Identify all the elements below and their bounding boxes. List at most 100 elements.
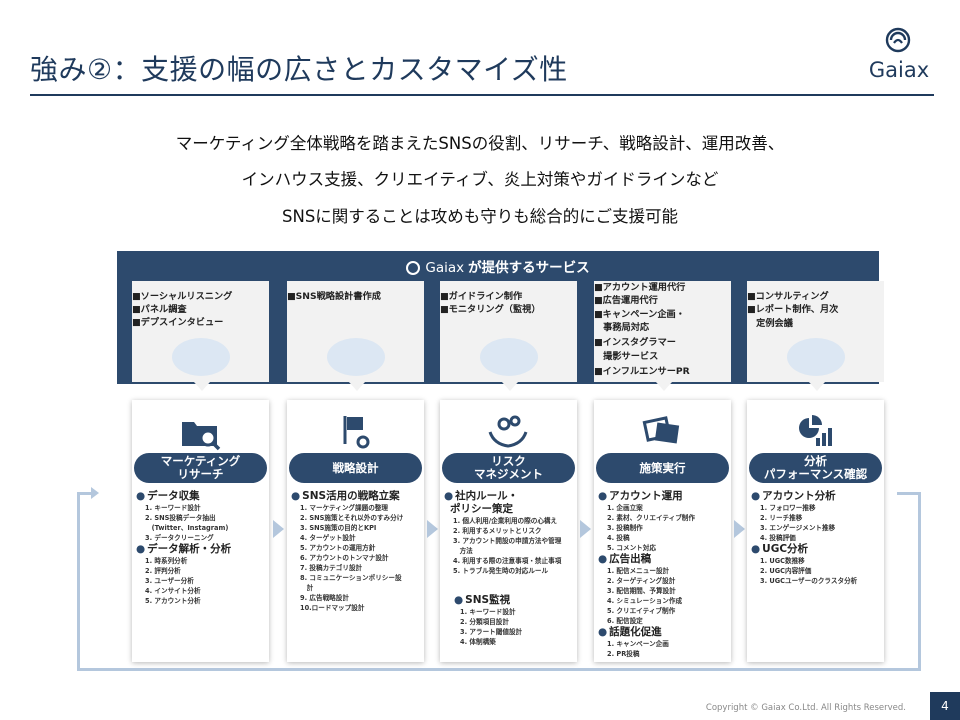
sub-item: 2. UGC内容評価 bbox=[760, 567, 812, 575]
column-marketing-research: マーケティングリサーチ ●データ収集 1. キーワード設計 2. SNS投稿デー… bbox=[132, 400, 269, 662]
sub-item: 4. シミュレーション作成 bbox=[607, 597, 683, 605]
service-item: ■レポート制作、月次 bbox=[747, 304, 839, 315]
logo-wordmark: Gaiax bbox=[868, 58, 930, 82]
service-item: 撮影サービス bbox=[594, 351, 659, 362]
sub-item: 1. 配信メニュー設計 bbox=[607, 567, 670, 575]
flow-arrow-icon bbox=[580, 520, 591, 538]
loop-line-right bbox=[918, 492, 921, 670]
sub-item: 5. トラブル発生時の対応ルール bbox=[453, 567, 549, 575]
column-analysis: 分析パフォーマンス確認 ●アカウント分析 1. フォロワー推移 2. リーチ推移… bbox=[747, 400, 884, 662]
sub-item: 3. UGCユーザーのクラスタ分析 bbox=[760, 577, 858, 585]
column-title-line: 戦略設計 bbox=[332, 460, 379, 475]
column-strategy: 戦略設計 ●SNS活用の戦略立案 1. マーケティング課題の整理 2. SNS施… bbox=[287, 400, 424, 662]
gear-folder-illustration-icon bbox=[480, 338, 538, 376]
column-title-line: 分析 bbox=[804, 454, 827, 468]
flow-arrow-icon bbox=[273, 520, 284, 538]
sub-item: 8. コミュニケーションポリシー設 bbox=[300, 574, 402, 582]
service-item: ■デプスインタビュー bbox=[132, 317, 224, 328]
sub-item: 3. 配信期間、予算設計 bbox=[607, 587, 676, 595]
sub-item: 9. 広告戦略設計 bbox=[300, 594, 349, 602]
flow-arrow-icon bbox=[427, 520, 438, 538]
bullet-heading-text: アカウント運用 bbox=[609, 490, 683, 502]
sub-item: 計 bbox=[300, 584, 314, 592]
column-title-line: パフォーマンス確認 bbox=[763, 467, 868, 481]
sub-item: 5. クリエイティブ制作 bbox=[607, 607, 676, 615]
loop-line-left bbox=[77, 492, 80, 670]
sub-item: 方法 bbox=[453, 547, 473, 555]
service-item: ■キャンペーン企画・ bbox=[594, 309, 685, 320]
sub-item: 1. UGC数推移 bbox=[760, 557, 805, 565]
column-title-line: リスク bbox=[491, 454, 526, 468]
sub-item: 2. PR投稿 bbox=[607, 650, 640, 658]
sub-item: 1. 時系列分析 bbox=[145, 557, 188, 565]
sub-item: 1. キーワード設計 bbox=[145, 504, 201, 512]
sub-item: 7. 投稿カテゴリ設計 bbox=[300, 564, 363, 572]
column-title-line: 施策実行 bbox=[639, 460, 686, 475]
sub-item: 3. エンゲージメント推移 bbox=[760, 524, 836, 532]
sub-item: 1. 個人利用/企業利用の際の心構え bbox=[453, 517, 558, 525]
loop-line-left-top bbox=[77, 492, 93, 495]
title-divider bbox=[30, 94, 934, 96]
hands-gears-icon bbox=[488, 415, 528, 448]
sub-item: 2. SNS投稿データ抽出 bbox=[145, 514, 216, 522]
pie-bar-chart-icon bbox=[799, 415, 832, 446]
banner-title-text: が提供するサービス bbox=[468, 260, 590, 276]
sub-item: 6. アカウントのトンマナ設計 bbox=[300, 554, 389, 562]
service-card-risk: ■ガイドライン制作 ■モニタリング（監視） bbox=[440, 281, 577, 391]
sub-item: 4. 投稿 bbox=[607, 534, 630, 542]
bullet-heading-continued: ポリシー策定 bbox=[450, 503, 513, 515]
bullet-heading-text: 話題化促進 bbox=[609, 626, 662, 638]
gaiax-mark-icon bbox=[406, 261, 421, 275]
column-body: ●データ収集 1. キーワード設計 2. SNS投稿データ抽出 (Twitter… bbox=[136, 490, 267, 606]
bullet-heading: ●データ解析・分析 bbox=[136, 543, 232, 555]
sub-item: 5. アカウントの運用方針 bbox=[300, 544, 376, 552]
sub-item: 3. アラート閾値設計 bbox=[460, 628, 523, 636]
bullet-heading: ●SNS活用の戦略立案 bbox=[291, 490, 400, 502]
service-item: ■インフルエンサーPR bbox=[594, 366, 690, 377]
service-item: ■ソーシャルリスニング bbox=[132, 291, 233, 302]
sub-item: (Twitter、Instagram) bbox=[145, 524, 229, 532]
sub-item: 4. 投稿評価 bbox=[760, 534, 796, 542]
sub-item: 2. 素材、クリエイティブ制作 bbox=[607, 514, 695, 522]
sub-item: 2. ターゲティング設計 bbox=[607, 577, 676, 585]
bullet-heading: ●データ収集 bbox=[136, 490, 200, 502]
sub-item: 2. SNS施策とそれ以外のすみ分け bbox=[300, 514, 404, 522]
page-title: 強み②：支援の幅の広さとカスタマイズ性 bbox=[30, 53, 568, 86]
service-item: ■SNS戦略設計書作成 bbox=[287, 291, 381, 302]
column-body: ●アカウント分析 1. フォロワー推移 2. リーチ推移 3. エンゲージメント… bbox=[751, 490, 882, 586]
sub-item: 4. インサイト分析 bbox=[145, 587, 201, 595]
service-card-analysis: ■コンサルティング ■レポート制作、月次 定例会議 bbox=[747, 281, 884, 391]
sub-item: 2. 利用するメリットとリスク bbox=[453, 527, 542, 535]
sub-item: 4. 利用する際の注意事項・禁止事項 bbox=[453, 557, 562, 565]
sub-item: 4. ターゲット設計 bbox=[300, 534, 356, 542]
sub-item: 5. コメント対応 bbox=[607, 544, 656, 552]
sub-item: 3. 投稿制作 bbox=[607, 524, 643, 532]
page-number: 4 bbox=[930, 692, 960, 720]
column-risk-management: リスクマネジメント ●社内ルール・ ポリシー策定 1. 個人利用/企業利用の際の… bbox=[440, 400, 577, 662]
intro-line-3: SNSに関することは攻めも守りも総合的にご支援可能 bbox=[282, 207, 678, 226]
bullet-heading-text: 広告出稿 bbox=[609, 553, 652, 565]
photos-icon bbox=[642, 416, 680, 444]
column-title: リスクマネジメント bbox=[442, 453, 575, 483]
service-item: ■パネル調査 bbox=[132, 304, 187, 315]
column-title: マーケティングリサーチ bbox=[134, 453, 267, 483]
bullet-heading-text: SNS活用の戦略立案 bbox=[302, 490, 400, 502]
card-pointer bbox=[502, 382, 518, 391]
flag-gear-icon bbox=[343, 416, 370, 449]
sub-item: 2. リーチ推移 bbox=[760, 514, 803, 522]
banner-brand: Gaiax bbox=[425, 260, 465, 276]
sub-item: 2. 評判分析 bbox=[145, 567, 181, 575]
bullet-heading: ●UGC分析 bbox=[751, 543, 809, 555]
column-body: ●SNS活用の戦略立案 1. マーケティング課題の整理 2. SNS施策とそれ以… bbox=[291, 490, 422, 613]
intro-line-1: マーケティング全体戦略を踏まえたSNSの役割、リサーチ、戦略設計、運用改善、 bbox=[175, 134, 785, 153]
card-pointer bbox=[194, 382, 210, 391]
card-pointer bbox=[809, 382, 825, 391]
column-title: 分析パフォーマンス確認 bbox=[749, 453, 882, 483]
service-item: 事務局対応 bbox=[594, 322, 650, 333]
sub-item: 5. アカウント分析 bbox=[145, 597, 201, 605]
service-card-research: ■ソーシャルリスニング ■パネル調査 ■デプスインタビュー bbox=[132, 281, 269, 391]
sub-item: 4. 体制構築 bbox=[460, 638, 496, 646]
column-title-line: リサーチ bbox=[177, 467, 224, 481]
bullet-heading-text: データ解析・分析 bbox=[147, 543, 232, 555]
